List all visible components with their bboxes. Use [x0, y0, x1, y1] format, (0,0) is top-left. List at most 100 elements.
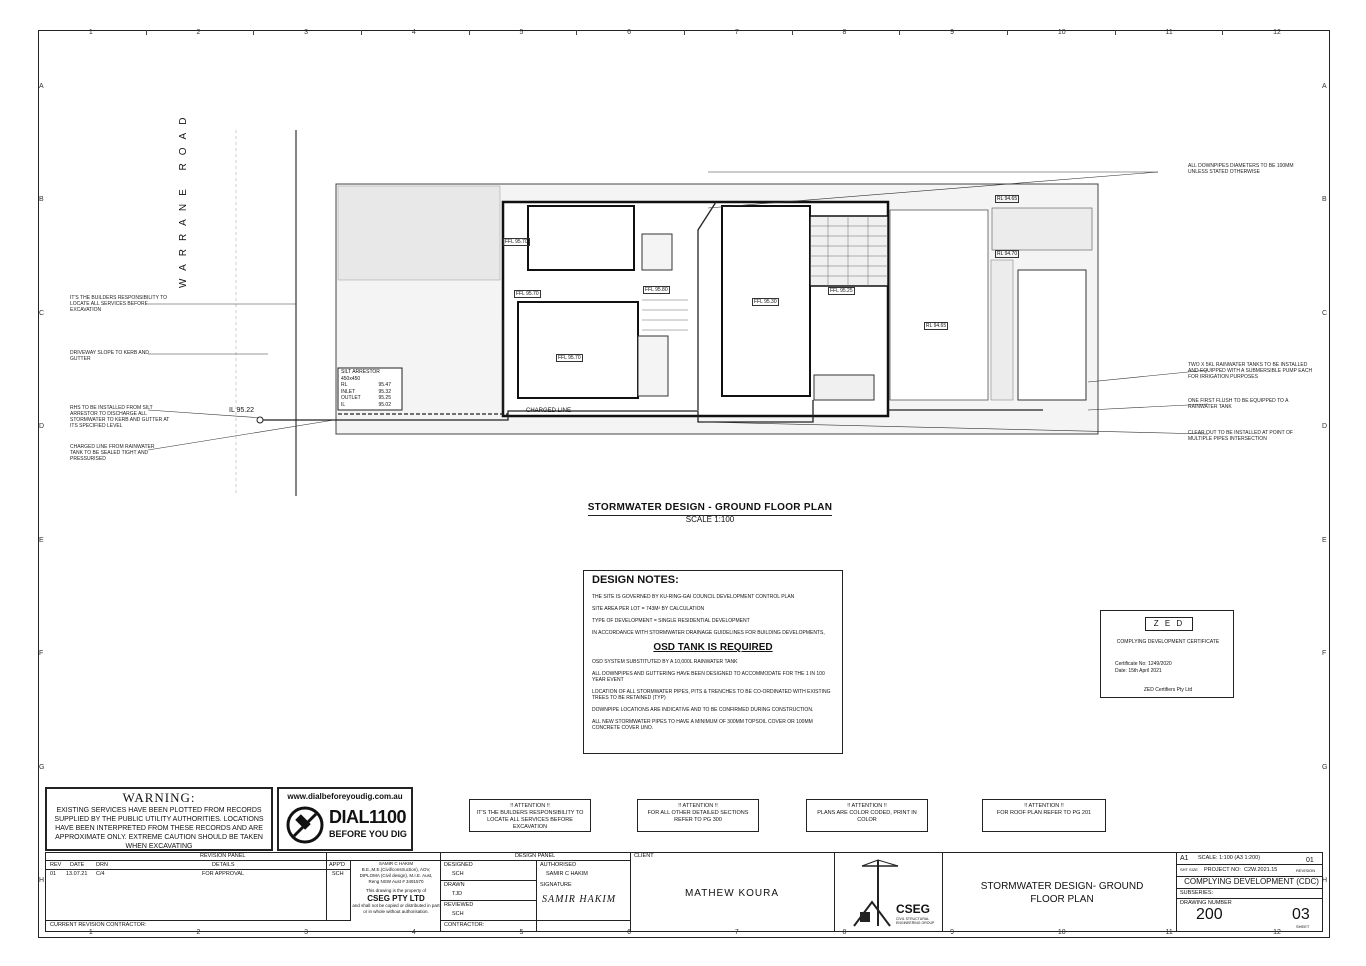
grid-column-label: 8: [842, 929, 847, 936]
stair-hatching: [642, 216, 888, 331]
osd-note: ALL NEW STORMWATER PIPES TO HAVE A MINIM…: [592, 719, 813, 731]
attention-box: !! ATTENTION !! FOR ALL OTHER DETAILED S…: [637, 799, 759, 832]
stairs-area: [809, 215, 889, 287]
grid-column-label: 5: [519, 929, 524, 936]
attention-text: IT'S THE BUILDERS RESPONSIBILITY TO LOCA…: [476, 810, 584, 830]
plan-scale: SCALE 1:100: [685, 515, 735, 524]
drawing-number-label: DRAWING NUMBER: [1180, 900, 1232, 906]
grid-row-label: A: [39, 82, 44, 90]
attention-text: PLANS ARE COLOR CODED, PRINT IN COLOR: [817, 810, 917, 823]
note-rhs-install: RHS TO BE INSTALLED FROM SILT ARRESTOR T…: [70, 405, 170, 429]
client-name: MATHEW KOURA: [684, 888, 780, 899]
reviewed-label: REVIEWED: [444, 902, 474, 908]
grid-column-label: 3: [304, 929, 309, 936]
attention-heading: !! ATTENTION !!: [678, 803, 718, 809]
pool: [1017, 269, 1087, 401]
guest-bed-room: [527, 205, 635, 271]
grid-column-label: 1: [88, 29, 93, 36]
rev-cell: 01: [50, 871, 57, 877]
lower-ground-floor: [721, 205, 811, 397]
crane-logo-icon: [853, 859, 899, 927]
note-builder-responsibility: IT'S THE BUILDERS RESPONSIBILITY TO LOCA…: [70, 295, 168, 313]
project-label: PROJECT No:: [1204, 867, 1241, 873]
stormwater-pipes: [260, 201, 1043, 423]
certificate-stamp: Z E D COMPLYING DEVELOPMENT CERTIFICATE …: [1100, 610, 1234, 698]
osd-note: DOWNPIPE LOCATIONS ARE INDICATIVE AND TO…: [592, 707, 814, 713]
level-tag: RL 94.65: [995, 195, 1020, 203]
silt-arrestor-size: 450x450: [341, 375, 361, 382]
kerb-outlet: [256, 416, 264, 424]
note-rainwater-tanks: TWO x 5KL RAINWATER TANKS TO BE INSTALLE…: [1188, 362, 1313, 380]
leader-lines: [147, 171, 1209, 451]
reviewed-value: SCH: [452, 911, 464, 917]
engineer-line: DIPLOMA (Civil design), M.I.E. Aust,: [359, 873, 433, 878]
sheet-size-value: A1: [1180, 855, 1189, 862]
sheet-label: SHEET: [1296, 924, 1310, 929]
grid-row-label: H: [1322, 877, 1328, 885]
osd-heading: OSD TANK IS REQUIRED: [653, 642, 773, 653]
level-tag: FFL 95.25: [828, 287, 855, 295]
engineer-line: B.E.,M.E.(Civil/construction), AOV,: [361, 867, 431, 872]
note-charged-line: CHARGED LINE FROM RAINWATER TANK TO BE S…: [70, 444, 155, 462]
design-note: SITE AREA PER LOT = 743m² BY CALCULATION: [592, 606, 705, 612]
authorised-value: SAMIR C HAKIM: [546, 871, 588, 877]
warning-title: WARNING:: [122, 790, 196, 805]
grid-row-label: C: [1322, 309, 1328, 317]
grid-column-label: 11: [1165, 929, 1173, 936]
charged-line-label: CHARGED LINE: [526, 408, 572, 414]
road-name: WARRANE ROAD: [178, 109, 189, 288]
grid-column-label: 7: [734, 29, 739, 36]
drawn-label: DRAWN: [444, 882, 465, 888]
grid-row-label: B: [39, 196, 44, 204]
rev-cell: SCH: [332, 871, 344, 877]
grid-column-label: 6: [627, 29, 632, 36]
grid-column-label: 1: [88, 929, 93, 936]
level-tag: FFL 95.70: [514, 290, 541, 298]
osd-note: ALL DOWNPIPES AND GUTTERING HAVE BEEN DE…: [592, 671, 825, 683]
grid-column-label: 11: [1165, 29, 1173, 36]
revision-number: 01: [1306, 857, 1314, 864]
client-label: CLIENT: [634, 853, 654, 859]
shovel-icon: [286, 806, 324, 844]
note-clear-out: CLEAR OUT TO BE INSTALLED AT POINT OF MU…: [1188, 430, 1293, 442]
attention-text: FOR ROOF PLAN REFER TO PG 201: [996, 810, 1092, 816]
dial-tagline: BEFORE YOU DIG: [329, 829, 407, 839]
grid-row-label: E: [39, 536, 44, 544]
dial-number: DIAL1100: [329, 807, 407, 827]
scale-label: SCALE: 1:100 (A3 1:200): [1198, 855, 1261, 861]
copy-note: and shall not be copied or distributed i…: [352, 903, 440, 914]
checked-value: TJD: [452, 891, 463, 897]
grid-column-label: 7: [734, 929, 739, 936]
rear-landscape: [991, 207, 1093, 251]
guest-room-2: [517, 301, 639, 399]
osd-note: OSD SYSTEM SUBSTITUTED BY A 10,000L RAIN…: [592, 659, 738, 665]
plan-title: STORMWATER DESIGN - GROUND FLOOR PLAN: [587, 502, 833, 513]
attention-box: !! ATTENTION !! PLANS ARE COLOR CODED, P…: [806, 799, 928, 832]
cseg-logo-text: CSEG: [896, 902, 931, 916]
grid-column-label: 8: [842, 29, 847, 36]
silt-arrestor-title: SILT ARRESTOR: [341, 369, 380, 375]
grid-row-label: G: [39, 763, 45, 771]
rev-cell: 13.07.21: [66, 871, 88, 877]
sheet-number: 03: [1292, 906, 1310, 923]
design-notes-panel: DESIGN NOTES: THE SITE IS GOVERNED BY KU…: [583, 570, 843, 754]
subseries-label: SUBSERIES:: [1180, 890, 1214, 896]
grid-column-label: 12: [1273, 929, 1281, 936]
design-panel-label: DESIGN PANEL: [515, 853, 556, 859]
rev-header: DETAILS: [212, 862, 235, 868]
grid-column-label: 3: [304, 29, 309, 36]
engineer-line: Reng NSW Aust # 3491570: [368, 879, 424, 884]
warning-text: EXISTING SERVICES HAVE BEEN PLOTTED FROM…: [54, 807, 264, 850]
engineer-line: SAMIR C HAKIM: [378, 861, 414, 866]
certificate-date: Date: 15th April 2021: [1115, 668, 1162, 674]
warning-box: WARNING: EXISTING SERVICES HAVE BEEN PLO…: [45, 787, 273, 851]
project-number: C2W.2021.15: [1244, 867, 1278, 873]
grid-row-label: B: [1322, 196, 1327, 204]
certificate-number: Certificate No: 1249/2020: [1115, 661, 1172, 667]
osd-note: LOCATION OF ALL STORMWATER PIPES, PITS &…: [592, 689, 831, 701]
company-name: CSEG PTY LTD: [367, 894, 425, 903]
zed-logo: Z E D: [1145, 617, 1193, 631]
